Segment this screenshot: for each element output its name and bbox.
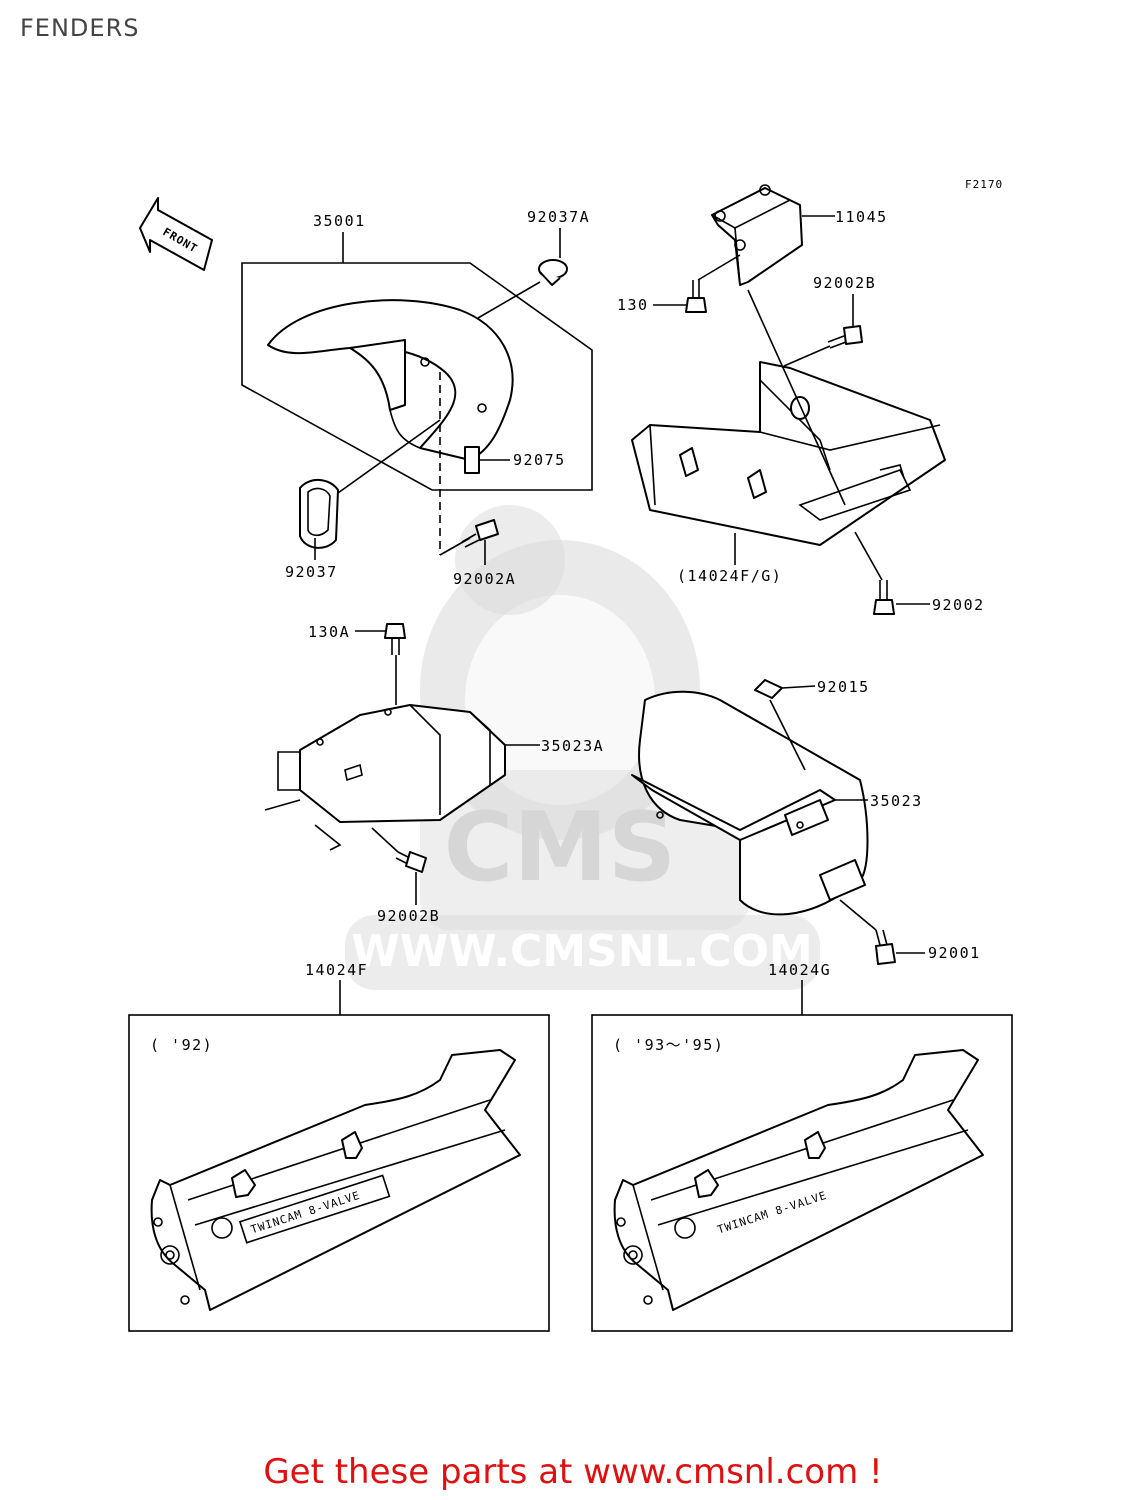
label-35001: 35001 xyxy=(313,212,366,230)
inner-fender-35023a xyxy=(264,704,506,851)
label-92015: 92015 xyxy=(817,678,870,696)
variant-box-93-95 xyxy=(591,1014,1013,1332)
bolt-92002 xyxy=(873,580,895,615)
variant-cowl-92: TWINCAM 8-VALVE xyxy=(150,1049,521,1311)
bolt-130 xyxy=(685,280,707,313)
spacer-92075 xyxy=(464,446,480,474)
label-92002: 92002 xyxy=(932,596,985,614)
watermark-url: WWW.CMSNL.COM xyxy=(351,926,813,977)
label-130: 130 xyxy=(617,296,649,314)
label-92002b-top: 92002B xyxy=(813,274,876,292)
bracket-11045 xyxy=(711,184,803,286)
label-92002b-bottom: 92002B xyxy=(377,907,440,925)
watermark-logo: CMS xyxy=(444,793,677,903)
front-arrow-icon: FRONT xyxy=(139,197,213,271)
variant-box-92 xyxy=(128,1014,550,1332)
label-92002a: 92002A xyxy=(453,570,516,588)
clip-92037a xyxy=(538,259,568,286)
label-14024f: 14024F xyxy=(305,961,368,979)
label-14024g: 14024G xyxy=(768,961,831,979)
rear-fender-35023 xyxy=(631,690,869,916)
label-92001: 92001 xyxy=(928,944,981,962)
watermark: CMS WWW.CMSNL.COM xyxy=(345,505,820,990)
label-35023a: 35023A xyxy=(541,737,604,755)
parts-diagram: CMS WWW.CMSNL.COM F2170 FRONT xyxy=(128,178,1013,1332)
variant-year-93-95: ( '93～'95) xyxy=(613,1036,724,1054)
clip-92015 xyxy=(754,679,783,699)
promo-link[interactable]: Get these parts at www.cmsnl.com ! xyxy=(263,1452,883,1492)
front-fender-group-outline xyxy=(241,262,593,491)
label-35023: 35023 xyxy=(870,792,923,810)
figure-code: F2170 xyxy=(965,178,1003,191)
bolt-130a xyxy=(384,623,406,655)
label-14024fg: (14024F/G) xyxy=(677,567,782,585)
bolt-92001 xyxy=(875,929,896,965)
bolt-92002b-top xyxy=(827,325,863,349)
bolt-92002b-bottom xyxy=(395,851,427,873)
variant-cowl-93-95: TWINCAM 8-VALVE xyxy=(613,1049,984,1311)
label-11045: 11045 xyxy=(835,208,888,226)
label-92037a: 92037A xyxy=(527,208,590,226)
grommet-92037 xyxy=(299,479,339,549)
label-130a: 130A xyxy=(308,623,350,641)
variant-year-92: ( '92) xyxy=(150,1036,213,1054)
page-title: FENDERS xyxy=(20,14,140,42)
front-fender xyxy=(267,299,514,461)
bolt-92002a xyxy=(461,519,499,548)
label-92075: 92075 xyxy=(513,451,566,469)
label-92037: 92037 xyxy=(285,563,338,581)
tail-cowl xyxy=(631,361,946,546)
